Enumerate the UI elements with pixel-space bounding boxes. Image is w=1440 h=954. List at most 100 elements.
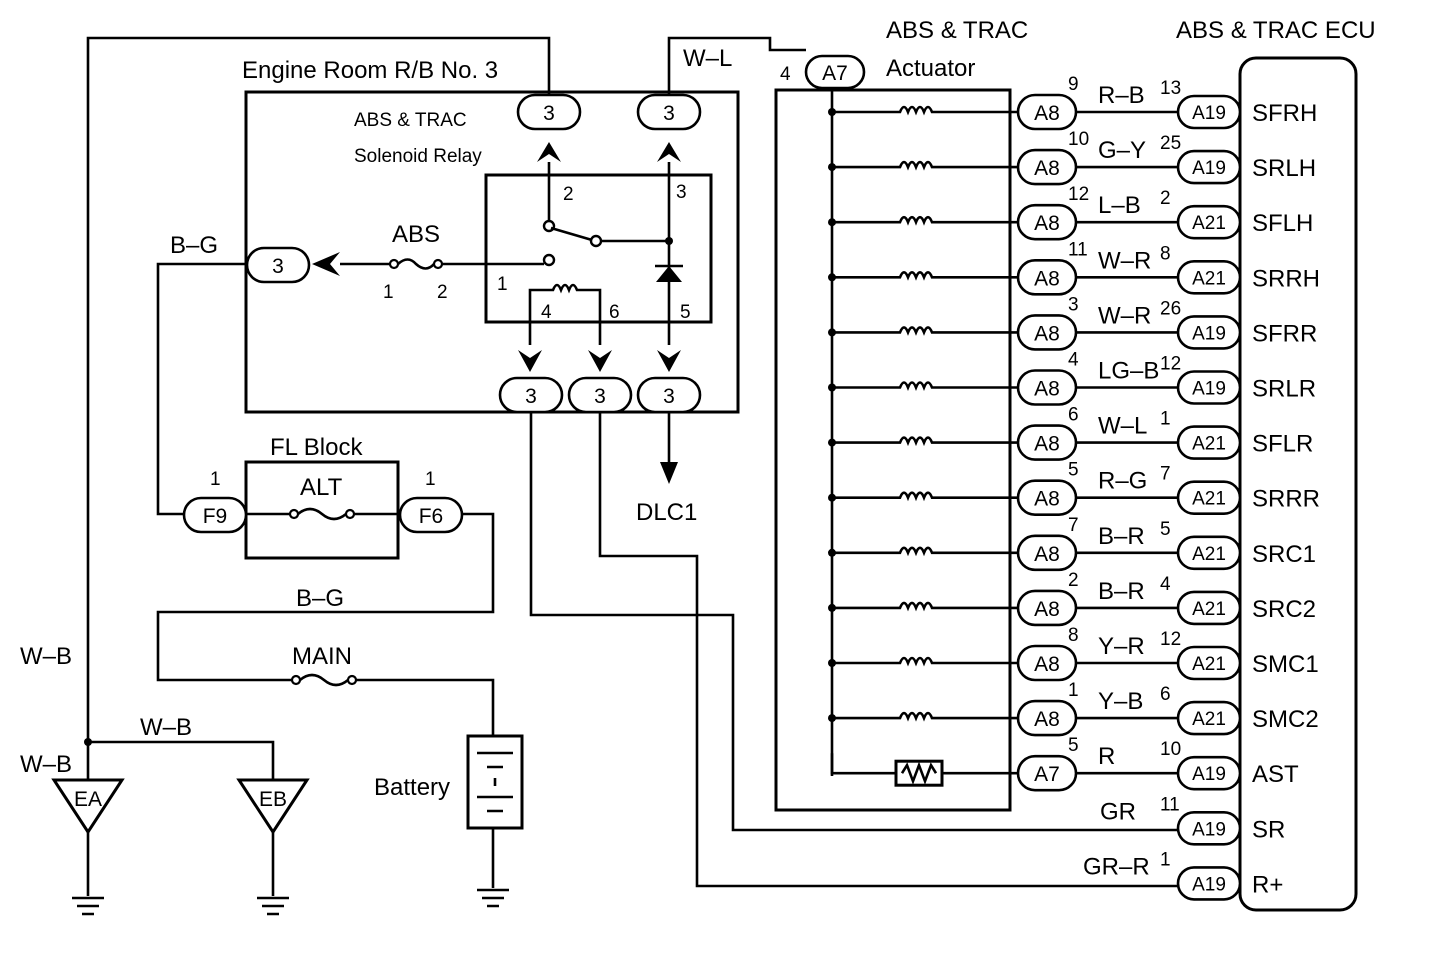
wire-color-label: W–R bbox=[1098, 302, 1151, 329]
solenoid-coil-icon bbox=[832, 105, 1018, 116]
abs-fuse-label: ABS bbox=[392, 221, 440, 248]
solenoid-coil-icon bbox=[832, 326, 1018, 336]
ground-point-ea bbox=[51, 778, 125, 835]
actuator-connector-a7: A7 bbox=[1016, 754, 1078, 792]
ecu-connector-a21: A21 bbox=[1176, 535, 1242, 571]
ecu-connector-a21: A21 bbox=[1176, 700, 1242, 736]
ecu-terminal-label: SRRH bbox=[1252, 265, 1320, 292]
wire-label-w-l: W–L bbox=[683, 45, 732, 72]
svg-text:3: 3 bbox=[663, 385, 675, 408]
ecu-pin-number: 8 bbox=[1160, 243, 1171, 264]
actuator-connector-a8: A8 bbox=[1016, 699, 1078, 737]
wire-b-g-main bbox=[156, 512, 495, 682]
ecu-connector-a19: A19 bbox=[1176, 315, 1242, 350]
svg-text:3: 3 bbox=[272, 255, 284, 278]
svg-text:A8: A8 bbox=[1034, 488, 1060, 511]
relay-top-connector-1: 3 bbox=[516, 93, 582, 131]
ecu-terminal-label: SRC2 bbox=[1252, 596, 1316, 623]
ecu-terminal-label: SFLH bbox=[1252, 210, 1313, 237]
ecu-terminal-label: SMC2 bbox=[1252, 706, 1319, 733]
solenoid-coil-icon bbox=[832, 711, 1018, 722]
ecu-pin-number: 2 bbox=[1160, 188, 1171, 209]
arrow-marker-down-2 bbox=[588, 350, 612, 372]
arrow-marker-down-3 bbox=[657, 350, 681, 372]
actuator-pin-number: 11 bbox=[1068, 239, 1088, 260]
actuator-connector-a8: A8 bbox=[1016, 203, 1078, 241]
svg-text:A21: A21 bbox=[1192, 709, 1226, 730]
wire-w-b-main bbox=[86, 36, 551, 742]
ecu-pin-number: 7 bbox=[1160, 464, 1171, 485]
pin-label-6: 6 bbox=[609, 302, 620, 323]
battery-icon bbox=[477, 751, 513, 813]
solenoid-coil-icon bbox=[832, 381, 1018, 391]
svg-text:3: 3 bbox=[663, 102, 675, 125]
wire-color-label: R bbox=[1098, 743, 1115, 770]
fuse-terminal-1 bbox=[388, 258, 400, 270]
svg-text:A8: A8 bbox=[1034, 102, 1060, 125]
wire-color-label: W–L bbox=[1098, 413, 1147, 440]
wire-label-w-b-bottom: W–B bbox=[140, 714, 192, 741]
svg-text:3: 3 bbox=[543, 102, 555, 125]
wire-label-w-b-ground: W–B bbox=[20, 751, 72, 778]
pin-label-3: 3 bbox=[676, 182, 687, 203]
svg-text:A8: A8 bbox=[1034, 378, 1060, 401]
wire-gr-r-to-rplus bbox=[598, 412, 1178, 888]
wire-color-label: R–G bbox=[1098, 468, 1147, 495]
relay-bottom-connector-2: 3 bbox=[567, 376, 633, 414]
svg-text:A19: A19 bbox=[1192, 103, 1226, 124]
solenoid-coil-icon bbox=[832, 656, 1018, 667]
actuator-pin-number: 4 bbox=[1068, 350, 1079, 371]
wire-gr-to-sr bbox=[529, 412, 1178, 832]
svg-text:A21: A21 bbox=[1192, 489, 1226, 510]
actuator-pin-number: 2 bbox=[1068, 570, 1079, 591]
relay-left-connector: 3 bbox=[245, 246, 311, 284]
main-fuse-label: MAIN bbox=[292, 643, 352, 670]
ecu-connector-a19: A19 bbox=[1176, 755, 1242, 791]
ecu-terminal-label: AST bbox=[1252, 761, 1299, 788]
ecu-terminal-label: R+ bbox=[1252, 871, 1283, 898]
svg-text:A8: A8 bbox=[1034, 653, 1060, 676]
svg-text:A8: A8 bbox=[1034, 708, 1060, 731]
ecu-pin-number: 4 bbox=[1160, 574, 1171, 595]
svg-text:A8: A8 bbox=[1034, 157, 1060, 180]
ecu-terminal-label: SRLH bbox=[1252, 155, 1316, 182]
relay-contact-common bbox=[589, 234, 603, 248]
wire-color-label: Y–R bbox=[1098, 633, 1145, 660]
ecu-label: ABS & TRAC ECU bbox=[1176, 17, 1376, 44]
actuator-label-line2: Actuator bbox=[886, 55, 975, 82]
actuator-connector-a8: A8 bbox=[1016, 258, 1078, 296]
svg-text:A19: A19 bbox=[1192, 764, 1226, 785]
wire-color-label: LG–B bbox=[1098, 358, 1159, 385]
wire-w-l-top bbox=[667, 36, 806, 95]
actuator-pin-number: 6 bbox=[1068, 405, 1079, 426]
actuator-pin-number: 1 bbox=[1068, 680, 1079, 701]
actuator-connector-a8: A8 bbox=[1016, 534, 1078, 572]
actuator-pin-number: 12 bbox=[1068, 184, 1089, 205]
solenoid-coil-icon bbox=[832, 160, 1018, 171]
fuse-pin-2: 2 bbox=[437, 282, 448, 303]
wire-label-b-g-mid: B–G bbox=[296, 585, 344, 612]
svg-text:A8: A8 bbox=[1034, 598, 1060, 621]
pin-label-1: 1 bbox=[497, 274, 508, 295]
ecu-pin-number: 26 bbox=[1160, 298, 1181, 319]
a7-top-pin: 4 bbox=[780, 64, 791, 85]
ecu-connector-a21: A21 bbox=[1176, 425, 1242, 460]
svg-text:A19: A19 bbox=[1192, 158, 1226, 179]
wire-label-w-b-left: W–B bbox=[20, 643, 72, 670]
ecu-connector-a21: A21 bbox=[1176, 204, 1242, 240]
ecu-terminal-label: SMC1 bbox=[1252, 651, 1319, 678]
wire-b-g-left bbox=[156, 262, 247, 516]
solenoid-coil-icon bbox=[832, 546, 1018, 557]
svg-text:A8: A8 bbox=[1034, 433, 1060, 456]
svg-text:A21: A21 bbox=[1192, 434, 1226, 455]
dlc1-label: DLC1 bbox=[636, 499, 697, 526]
relay-label-line1: ABS & TRAC bbox=[354, 110, 467, 131]
ecu-pin-number: 6 bbox=[1160, 684, 1171, 705]
wire-color-label: R–B bbox=[1098, 82, 1145, 109]
ecu-pin-number: 5 bbox=[1160, 519, 1171, 540]
ecu-terminal-label: SRLR bbox=[1252, 376, 1316, 403]
ecu-pin-number: 12 bbox=[1160, 354, 1181, 375]
pin-label-5: 5 bbox=[680, 302, 691, 323]
arrow-to-dlc1 bbox=[660, 462, 678, 484]
